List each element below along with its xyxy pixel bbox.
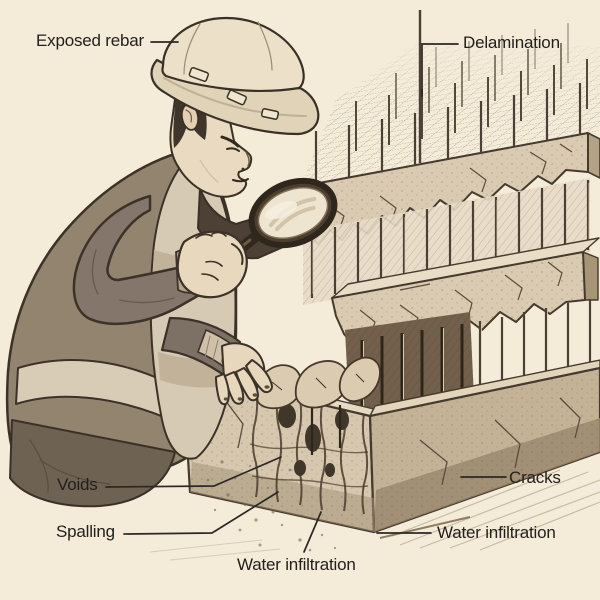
- label-exposed-rebar: Exposed rebar: [36, 31, 144, 50]
- eye: [226, 147, 240, 152]
- label-spalling: Spalling: [56, 522, 115, 541]
- wire-mesh-grid: [298, 18, 600, 188]
- rebar-spikes: [314, 10, 588, 183]
- label-delamination: Delamination: [463, 33, 560, 52]
- mouth: [232, 178, 249, 183]
- concrete-structure: [149, 10, 600, 561]
- resting-arm: [160, 316, 273, 406]
- rebar-gap-lower: [478, 299, 592, 392]
- leader-water-infiltration-bottom: [303, 511, 322, 553]
- eyebrow: [220, 135, 240, 148]
- magnifier-lens: [248, 177, 338, 249]
- base-block: [181, 356, 600, 534]
- label-water-infiltration-bottom: Water infiltration: [237, 555, 356, 574]
- leader-voids: [105, 456, 282, 488]
- leader-delamination: [421, 43, 459, 97]
- leader-lines: [105, 41, 507, 553]
- rebar-gap-upper: [303, 178, 590, 305]
- label-voids: Voids: [57, 475, 98, 494]
- label-cracks: Cracks: [509, 468, 561, 487]
- hard-hat-icon: [150, 16, 320, 136]
- resting-hand: [215, 342, 273, 406]
- leader-spalling: [123, 491, 279, 535]
- magnifying-glass-icon: [176, 177, 338, 299]
- spalled-chunks: [255, 356, 381, 410]
- trousers: [9, 419, 176, 508]
- label-water-infiltration-right: Water infiltration: [437, 523, 556, 542]
- base-cracks: [224, 397, 581, 486]
- fist: [176, 230, 248, 299]
- inspector-figure: [5, 16, 338, 508]
- fractured-columns: [249, 388, 369, 515]
